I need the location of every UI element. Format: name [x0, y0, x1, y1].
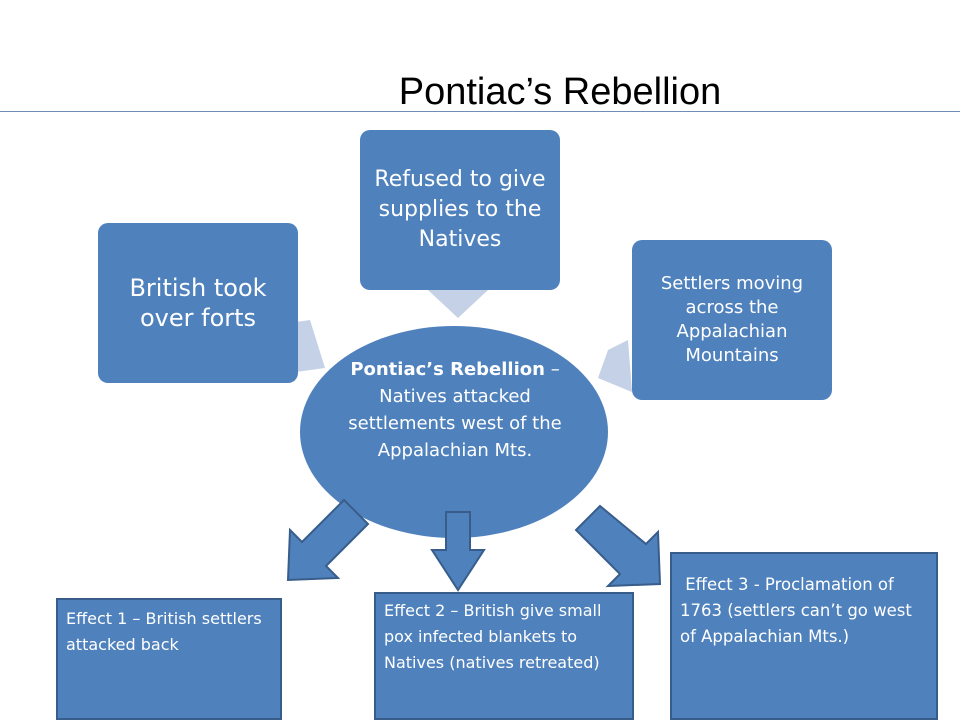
center-node-text: Pontiac’s Rebellion – Natives attacked s…: [330, 356, 580, 464]
cause-refused-supplies: Refused to give supplies to the Natives: [360, 130, 560, 290]
center-heading: Pontiac’s Rebellion: [350, 359, 545, 380]
cause-british-took-forts: British took over forts: [98, 223, 298, 383]
effect-1-box: Effect 1 – British settlers attacked bac…: [56, 598, 282, 720]
effect-arrow-right: [574, 504, 662, 588]
effect-label: Effect 1 – British settlers attacked bac…: [66, 609, 262, 654]
center-description: – Natives attacked settlements west of t…: [348, 359, 562, 461]
cause-settlers-moving: Settlers moving across the Appalachian M…: [632, 240, 832, 400]
cause-label: British took over forts: [129, 274, 267, 332]
effect-label: Effect 3 - Proclamation of 1763 (settler…: [680, 575, 918, 646]
connector-right: [598, 340, 632, 392]
effect-3-box: Effect 3 - Proclamation of 1763 (settler…: [670, 552, 938, 720]
effect-arrow-center: [430, 511, 486, 592]
connector-top: [428, 290, 488, 318]
effect-label: Effect 2 – British give small pox infect…: [384, 601, 602, 672]
slide-title: Pontiac’s Rebellion: [398, 71, 722, 113]
center-ellipse: [300, 326, 608, 538]
title-divider: [0, 111, 960, 112]
cause-label: Refused to give supplies to the Natives: [374, 167, 546, 252]
cause-label: Settlers moving across the Appalachian M…: [660, 273, 804, 366]
connector-left: [296, 320, 325, 372]
effect-arrow-left: [286, 498, 370, 582]
effect-2-box: Effect 2 – British give small pox infect…: [374, 592, 634, 720]
